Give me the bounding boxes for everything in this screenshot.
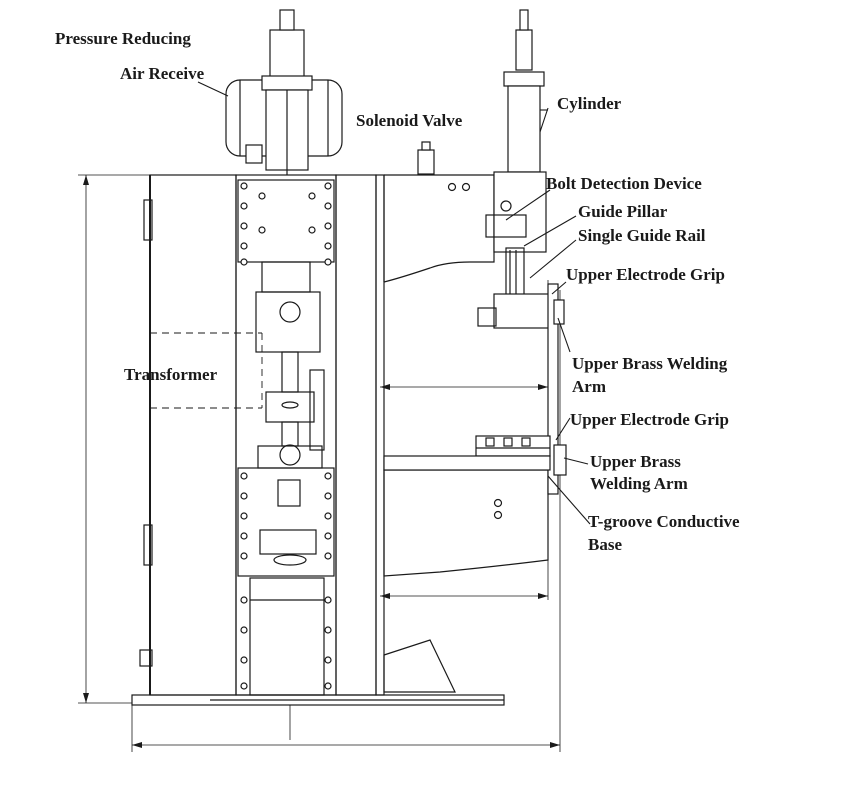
label-upper-electrode-grip-1: Upper Electrode Grip [566,265,725,284]
callout-labels: Pressure Reducing Air Receive Solenoid V… [55,29,740,554]
label-upper-electrode-grip-2: Upper Electrode Grip [570,410,729,429]
machine-frame [139,174,385,696]
label-upper-brass-arm-1b: Arm [572,377,606,396]
label-pressure-reducing: Pressure Reducing [55,29,191,48]
t-groove-base [383,435,551,471]
bolt-holes [240,182,332,690]
base-plate [131,694,505,706]
label-cylinder: Cylinder [557,94,622,113]
upper-electrode [477,247,567,495]
label-air-receiver: Air Receive [120,64,205,83]
label-transformer: Transformer [124,365,218,384]
label-bolt-detection: Bolt Detection Device [546,174,702,193]
label-upper-brass-arm-2a: Upper Brass [590,452,681,471]
c-arm [383,141,549,693]
central-ram [255,261,325,566]
label-upper-brass-arm-2b: Welding Arm [590,474,688,493]
leader-lines [197,81,591,525]
transformer-outline [150,332,263,409]
label-upper-brass-arm-1a: Upper Brass Welding [572,354,728,373]
label-t-groove-b: Base [588,535,622,554]
label-solenoid-valve: Solenoid Valve [356,111,463,130]
label-single-guide-rail: Single Guide Rail [578,226,706,245]
main-cylinder [245,9,313,175]
label-t-groove-a: T-groove Conductive [588,512,740,531]
label-guide-pillar: Guide Pillar [578,202,668,221]
right-cylinder [485,9,547,253]
